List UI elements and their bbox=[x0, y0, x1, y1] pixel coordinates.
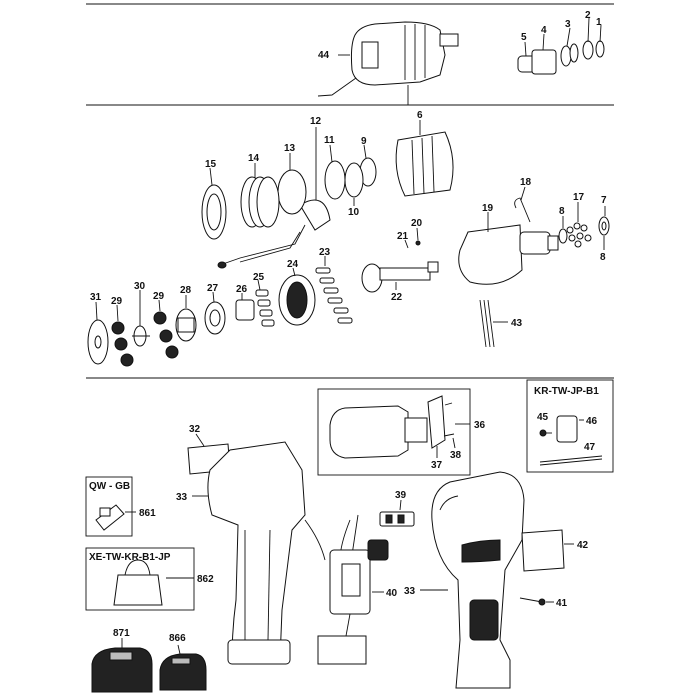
part-number-871: 871 bbox=[113, 628, 130, 639]
gear-case-19 bbox=[458, 224, 559, 285]
region-box-kr-tw-jp-b1 bbox=[526, 379, 614, 473]
part-number-14: 14 bbox=[248, 153, 260, 164]
part-number-3: 3 bbox=[565, 19, 571, 30]
bag-862 bbox=[113, 559, 163, 606]
part-number-33a: 33 bbox=[176, 492, 188, 503]
plug-861 bbox=[95, 504, 125, 531]
part-number-8: 8 bbox=[559, 206, 565, 217]
part-number-23: 23 bbox=[319, 247, 331, 258]
region-box-motor bbox=[317, 388, 471, 476]
part-number-10: 10 bbox=[348, 207, 360, 218]
part-number-29a: 29 bbox=[111, 296, 123, 307]
ball-bearings-17 bbox=[566, 222, 592, 248]
part-number-861: 861 bbox=[139, 508, 156, 519]
part-number-21: 21 bbox=[397, 231, 409, 242]
part-number-29b: 29 bbox=[153, 291, 165, 302]
rods-43 bbox=[479, 299, 495, 348]
part-number-36: 36 bbox=[474, 420, 486, 431]
part-number-2: 2 bbox=[585, 10, 591, 21]
label-42 bbox=[521, 529, 565, 572]
part-number-12: 12 bbox=[310, 116, 322, 127]
part-number-31: 31 bbox=[90, 292, 102, 303]
switch-40 bbox=[317, 539, 389, 665]
part-number-8b: 8 bbox=[600, 252, 606, 263]
part-number-27: 27 bbox=[207, 283, 219, 294]
part-number-17: 17 bbox=[573, 192, 585, 203]
connector-39 bbox=[379, 511, 415, 527]
motor-36 bbox=[329, 395, 455, 459]
part-number-18: 18 bbox=[520, 177, 532, 188]
part-number-45: 45 bbox=[537, 412, 549, 423]
part-number-41: 41 bbox=[556, 598, 568, 609]
part-number-32: 32 bbox=[189, 424, 201, 435]
battery-871 bbox=[91, 647, 153, 693]
part-number-862: 862 bbox=[197, 574, 214, 585]
region-label-kr-tw-jp-b1: KR-TW-JP-B1 bbox=[534, 386, 599, 397]
part-number-39: 39 bbox=[395, 490, 407, 501]
region-box-xe-tw-kr-b1-jp bbox=[85, 547, 195, 611]
part-number-42: 42 bbox=[577, 540, 589, 551]
part-number-13: 13 bbox=[284, 143, 296, 154]
part-number-30: 30 bbox=[134, 281, 146, 292]
part-6-cage bbox=[395, 131, 454, 197]
part-12-clutch bbox=[217, 199, 331, 269]
spindle-22 bbox=[361, 261, 439, 293]
part-number-47: 47 bbox=[584, 442, 596, 453]
spring-13-14 bbox=[240, 169, 307, 228]
part-number-37: 37 bbox=[431, 460, 443, 471]
parts-45-47 bbox=[539, 415, 603, 466]
part-number-43: 43 bbox=[511, 318, 523, 329]
housing-right-33 bbox=[431, 471, 525, 689]
spring-clip-18 bbox=[514, 197, 531, 223]
part-number-33b: 33 bbox=[404, 586, 416, 597]
washer-15 bbox=[201, 184, 227, 240]
region-label-xe-tw-kr-b1-jp: XE-TW-KR-B1-JP bbox=[89, 552, 171, 563]
part-number-9: 9 bbox=[361, 136, 367, 147]
part-number-46: 46 bbox=[586, 416, 598, 427]
part-number-1: 1 bbox=[596, 17, 602, 28]
part-number-866: 866 bbox=[169, 633, 186, 644]
part-number-4: 4 bbox=[541, 25, 547, 36]
part-number-7: 7 bbox=[601, 195, 607, 206]
carrier-28 bbox=[175, 308, 197, 342]
front-parts-1-5 bbox=[517, 40, 605, 75]
region-label-qw-gb: QW - GB bbox=[89, 481, 130, 492]
washers-7-8 bbox=[558, 216, 610, 244]
part-number-25: 25 bbox=[253, 272, 265, 283]
part-number-38: 38 bbox=[450, 450, 462, 461]
rings-9-11 bbox=[324, 157, 377, 200]
part-number-22: 22 bbox=[391, 292, 403, 303]
charger-866 bbox=[159, 653, 207, 691]
planet-gears-29 bbox=[111, 311, 179, 367]
part-number-6: 6 bbox=[417, 110, 423, 121]
part-number-19: 19 bbox=[482, 203, 494, 214]
part-number-40: 40 bbox=[386, 588, 398, 599]
pins-20-21 bbox=[404, 239, 421, 249]
part-number-28: 28 bbox=[180, 285, 192, 296]
part-number-5: 5 bbox=[521, 32, 527, 43]
region-box-qw-gb bbox=[85, 476, 133, 537]
screw-41 bbox=[519, 597, 546, 606]
washer-31 bbox=[87, 319, 109, 365]
part-number-15: 15 bbox=[205, 159, 217, 170]
gear-housing-44 bbox=[317, 21, 459, 97]
needle-rollers-23 bbox=[315, 267, 353, 324]
part-number-44: 44 bbox=[318, 50, 330, 61]
part-number-20: 20 bbox=[411, 218, 423, 229]
part-number-26: 26 bbox=[236, 284, 248, 295]
part-number-11: 11 bbox=[324, 135, 335, 146]
ring-gear-24 bbox=[278, 274, 316, 326]
part-number-24: 24 bbox=[287, 259, 299, 270]
pinion-30 bbox=[132, 325, 150, 347]
housing-left-33 bbox=[207, 441, 306, 665]
parts-25-26 bbox=[235, 289, 275, 327]
carrier-27 bbox=[204, 301, 226, 335]
